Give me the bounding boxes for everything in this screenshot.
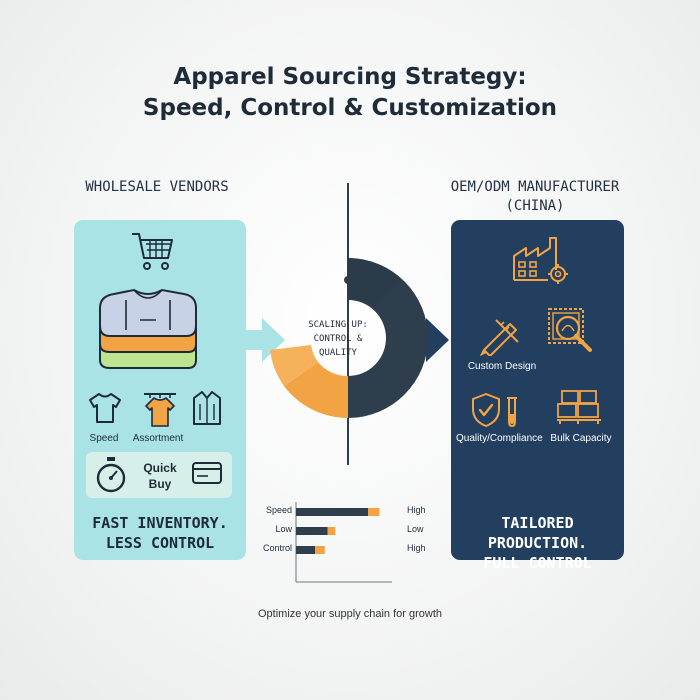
bar-row-3-right-label: High (407, 543, 426, 553)
ring-orange-end (270, 345, 318, 386)
bar-row-1-dark (296, 508, 368, 516)
bar-row-1-orange (368, 508, 380, 516)
ruler-pencil-icon (480, 319, 519, 356)
bar-row-1-left-label: Speed (265, 505, 292, 515)
bar-row-2-dark (296, 527, 328, 535)
ring-orange-segment (284, 362, 348, 418)
bar-row-2-right-label: Low (407, 524, 424, 534)
stopwatch-icon (96, 457, 126, 493)
folded-clothes-icon (99, 288, 197, 369)
bar-row-3-dark (296, 546, 316, 554)
wholesale-tagline-line-2: LESS CONTROL (105, 534, 215, 552)
oem-panel (451, 220, 624, 560)
bar-row-2-left-label: Low (275, 524, 292, 534)
assortment-label: Assortment (132, 433, 184, 444)
credit-card-icon (192, 462, 222, 484)
tshirt-icon (89, 393, 121, 423)
oem-heading-line-2: (CHINA) (505, 198, 565, 214)
quick-buy-label: Quick Buy (140, 460, 180, 492)
factory-gear-icon (513, 237, 568, 284)
wholesale-panel (74, 220, 246, 560)
shield-check-icon (472, 393, 500, 427)
center-label-line-1: SCALING UP: (308, 320, 368, 330)
left-arrow (246, 318, 285, 362)
oem-tagline-line-1: TAILORED PRODUCTION. (487, 514, 588, 552)
title-line-1: Apparel Sourcing Strategy: (173, 64, 527, 90)
footer-text: Optimize your supply chain for growth (257, 608, 443, 620)
oem-heading-line-1: OEM/ODM MANUFACTURER (450, 179, 620, 195)
shopping-cart-icon (132, 233, 173, 270)
bulk-capacity-label: Bulk Capacity (550, 433, 612, 444)
quick-buy-line-1: Quick (143, 461, 177, 475)
bar-row-1-right-label: High (407, 505, 426, 515)
oem-tagline: TAILORED PRODUCTION. FULL CONTROL (451, 513, 624, 573)
quality-compliance-label: Quality/Compliance (456, 433, 543, 444)
speed-label: Speed (89, 433, 119, 444)
fabric-magnifier-icon (548, 308, 592, 352)
oem-heading: OEM/ODM MANUFACTURER (CHINA) (430, 178, 640, 216)
quick-buy-line-2: Buy (148, 477, 172, 491)
center-label: SCALING UP: CONTROL & QUALITY (292, 318, 384, 360)
test-tube-icon (507, 397, 517, 428)
jacket-icon (193, 391, 221, 425)
bar-row-2-orange (327, 527, 336, 535)
custom-design-label: Custom Design (467, 361, 537, 372)
oem-tagline-line-2: FULL CONTROL (483, 554, 592, 572)
wholesale-heading: WHOLESALE VENDORS (85, 179, 229, 195)
bar-row-3-left-label: Control (262, 543, 292, 553)
bar-row-3-orange (315, 546, 325, 554)
wholesale-tagline: FAST INVENTORY. LESS CONTROL (74, 513, 246, 553)
title-line-2: Speed, Control & Customization (142, 95, 558, 121)
page-title: Apparel Sourcing Strategy: Speed, Contro… (0, 62, 700, 124)
ring-dark-top (348, 258, 402, 306)
comparison-bars (295, 502, 392, 583)
boxes-pallet-icon (557, 390, 601, 424)
center-label-line-2: CONTROL & QUALITY (313, 334, 363, 358)
hanger-garments-icon (144, 393, 176, 427)
wholesale-tagline-line-1: FAST INVENTORY. (92, 514, 228, 532)
